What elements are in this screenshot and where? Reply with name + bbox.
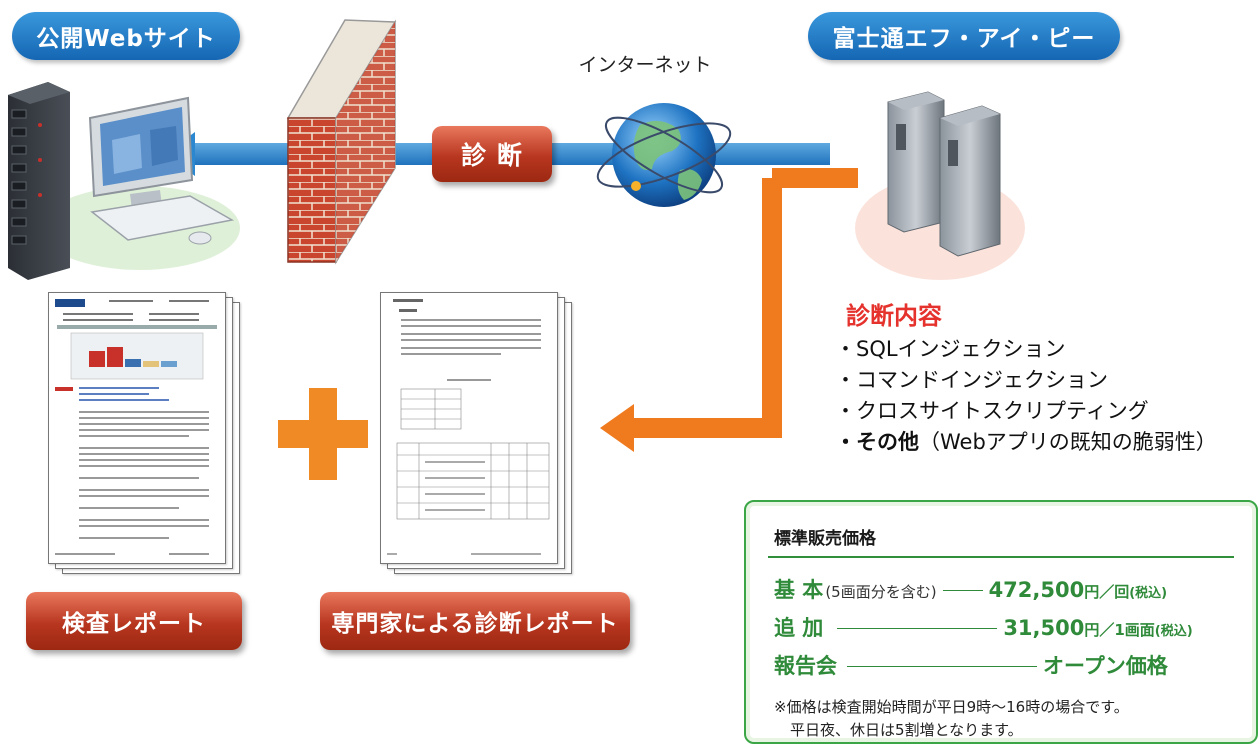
diagnosis-button: 診 断 bbox=[432, 126, 552, 182]
pricing-divider bbox=[768, 556, 1234, 558]
public-website-label: 公開Webサイト bbox=[12, 12, 240, 60]
pricing-row-label: 追 加 bbox=[774, 616, 824, 640]
inspection-report-label: 検査レポート bbox=[26, 592, 242, 650]
provider-label: 富士通エフ・アイ・ピー bbox=[808, 12, 1120, 60]
pricing-row-unit: 円／回 bbox=[1084, 583, 1130, 601]
pricing-row-value: 472,500 bbox=[988, 578, 1085, 602]
details-list: ・SQLインジェクション ・コマンドインジェクション ・クロスサイトスクリプティ… bbox=[835, 334, 1217, 458]
details-item-sql: ・SQLインジェクション bbox=[835, 337, 1066, 361]
pricing-leader-line bbox=[942, 590, 983, 591]
firewall-icon bbox=[286, 19, 397, 265]
report-return-arrow bbox=[600, 168, 858, 452]
pricing-leader-line bbox=[847, 666, 1037, 667]
details-item-command: ・コマンドインジェクション bbox=[835, 368, 1108, 392]
internet-label: インターネット bbox=[578, 54, 712, 76]
pc-monitor-icon bbox=[88, 96, 235, 245]
pricing-row-briefing: 報告会 オープン価格 bbox=[774, 650, 1168, 680]
pricing-row-note: (5画面分を含む) bbox=[825, 583, 937, 601]
expert-report-doc bbox=[380, 292, 558, 564]
expert-report-label: 専門家による診断レポート bbox=[320, 592, 630, 650]
pricing-row-unit: 円／1画面 bbox=[1084, 621, 1155, 639]
pricing-title: 標準販売価格 bbox=[774, 529, 876, 549]
pricing-footnote-line2: 平日夜、休日は5割増となります。 bbox=[790, 721, 1023, 739]
internet-globe-icon bbox=[596, 103, 732, 207]
pricing-footnote: ※価格は検査開始時間が平日9時～16時の場合です。 平日夜、休日は5割増となりま… bbox=[774, 696, 1129, 742]
details-item-xss: ・クロスサイトスクリプティング bbox=[835, 399, 1149, 423]
provider-server-icon bbox=[887, 91, 1001, 257]
details-item-other-label: ・その他 bbox=[835, 430, 919, 454]
pricing-row-tax: (税込) bbox=[1154, 624, 1193, 639]
pricing-row-additional: 追 加 31,500 円／1画面 (税込) bbox=[774, 612, 1193, 642]
pricing-row-label: 報告会 bbox=[774, 654, 837, 678]
details-item-other: ・その他（Webアプリの既知の脆弱性） bbox=[835, 427, 1217, 458]
details-title: 診断内容 bbox=[846, 302, 942, 330]
details-item-other-note: （Webアプリの既知の脆弱性） bbox=[919, 430, 1217, 454]
pricing-row-value: 31,500 bbox=[1003, 616, 1085, 640]
pricing-box: 標準販売価格 基 本 (5画面分を含む) 472,500 円／回 (税込) 追 … bbox=[744, 500, 1258, 744]
inspection-report-doc bbox=[48, 292, 226, 564]
plus-icon bbox=[278, 388, 368, 480]
pricing-row-label: 基 本 bbox=[774, 578, 824, 602]
pricing-row-basic: 基 本 (5画面分を含む) 472,500 円／回 (税込) bbox=[774, 574, 1167, 604]
pricing-leader-line bbox=[837, 628, 998, 629]
pricing-row-value: オープン価格 bbox=[1043, 654, 1168, 678]
pricing-row-tax: (税込) bbox=[1129, 586, 1168, 601]
server-rack-icon bbox=[8, 82, 70, 280]
pricing-footnote-line1: ※価格は検査開始時間が平日9時～16時の場合です。 bbox=[774, 698, 1129, 716]
